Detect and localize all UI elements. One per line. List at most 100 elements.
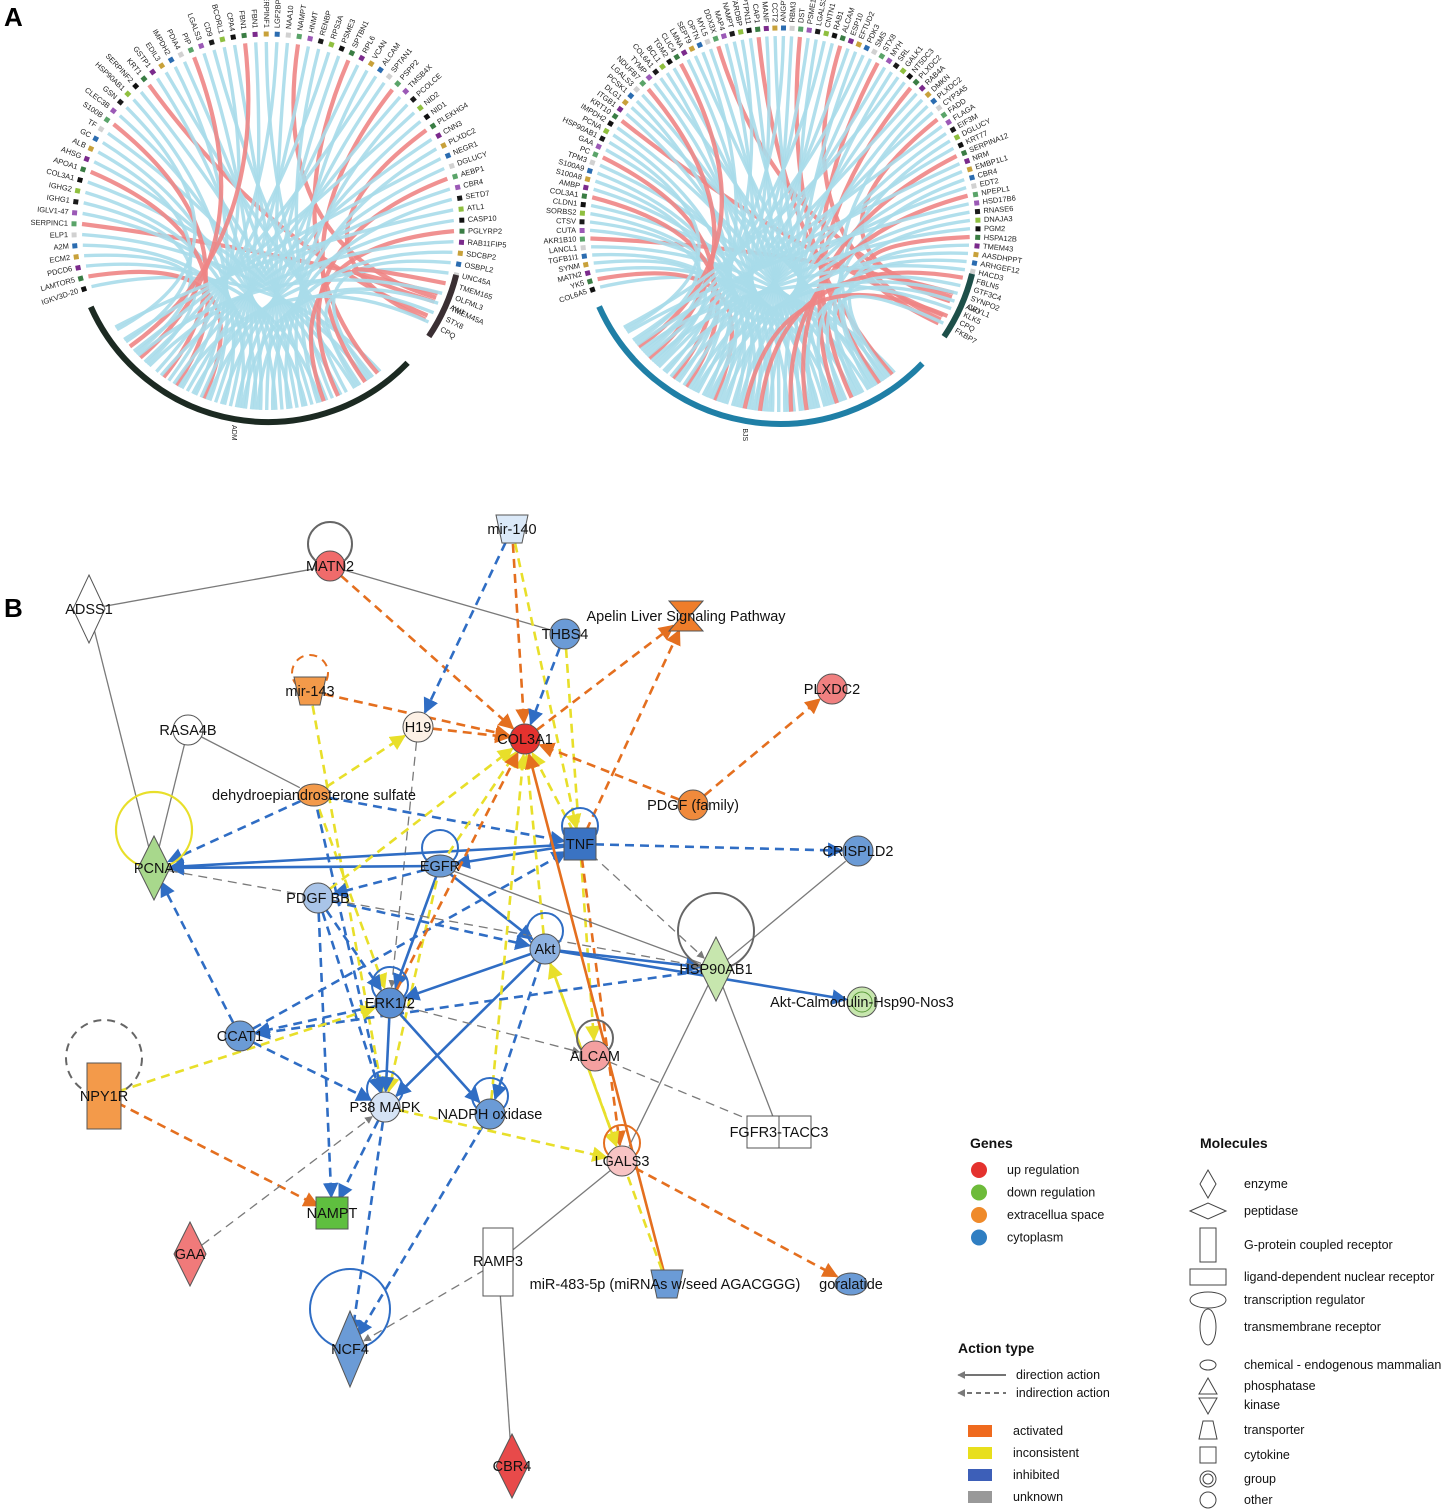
dheas-node[interactable]: dehydroepiandrosterone sulfate (212, 783, 416, 807)
chord-gene-label: SERPINF1 (262, 0, 271, 28)
chord-gene-segment (975, 226, 981, 232)
chord-gene-segment (639, 79, 647, 87)
chord-gene-segment (92, 135, 100, 143)
aktcal-node[interactable]: Akt-Calmodulin-Hsp90-Nos3 (770, 986, 954, 1018)
chord-gene-label: PC (579, 144, 593, 156)
chord-gene-segment (579, 219, 585, 225)
chord-gene-segment (688, 45, 696, 53)
alcam-node[interactable]: ALCAM (570, 1040, 620, 1072)
goralatide-node-shape (834, 1272, 868, 1296)
chord-gene-segment (455, 261, 462, 268)
mir140-node[interactable]: mir-140 (487, 514, 537, 544)
pdgf-node[interactable]: PDGF (family) (647, 789, 739, 821)
chord-ribbon (132, 111, 416, 353)
network-edge (579, 843, 705, 959)
chord-gene-segment (627, 92, 635, 100)
cbr4-node[interactable]: CBR4 (493, 1432, 532, 1500)
legend-molecule-label: ligand-dependent nuclear receptor (1244, 1270, 1434, 1284)
legend-action-label: direction action (1016, 1368, 1100, 1382)
chord-ribbon (696, 37, 810, 394)
network-edge (439, 864, 534, 941)
erk12-label: ERK1/2 (365, 996, 415, 1012)
legend-molecule-label: peptidase (1244, 1204, 1298, 1218)
apelin-node[interactable]: Apelin Liver Signaling Pathway (586, 600, 786, 632)
chord-ribbon (167, 42, 279, 382)
legend-molecule-label: chemical - endogenous mammalian (1244, 1358, 1441, 1372)
crispld2-node-shape (842, 835, 874, 867)
legend-color-swatch (968, 1447, 992, 1459)
chord-gene-segment (80, 285, 88, 293)
h19-node[interactable]: H19 (402, 711, 434, 743)
chord-gene-label: SETD7 (465, 189, 490, 202)
chord-gene-segment (423, 113, 431, 121)
plxdc2-node-shape (816, 673, 848, 705)
network-edge (153, 867, 702, 969)
ccat1-node[interactable]: CCAT1 (217, 1020, 263, 1052)
goralatide-node[interactable]: goralatide (819, 1272, 883, 1296)
chord-gene-segment (116, 98, 124, 106)
chord-gene-segment (459, 228, 465, 234)
network-edge (167, 793, 315, 863)
alcam-label: ALCAM (570, 1049, 620, 1065)
network-edges (65, 521, 848, 1451)
fgfr3-node[interactable]: FGFR3-TACC3 (730, 1115, 829, 1149)
mir483-node[interactable]: miR-483-5p (miRNAs w/seed AGACGGG) (530, 1269, 801, 1299)
network-edge (313, 734, 406, 797)
tnf-label: TNF (566, 837, 594, 853)
chord-gene-label: CAP1 (751, 3, 762, 23)
hsp90ab1-node[interactable]: HSP90AB1 (679, 935, 753, 1003)
ncf4-node[interactable]: NCF4 (331, 1309, 369, 1389)
pdgfbb-node[interactable]: PDGF BB (286, 882, 350, 914)
ramp3-node[interactable]: RAMP3 (473, 1227, 523, 1297)
chord-gene-segment (814, 28, 821, 35)
chord-gene-segment (847, 37, 855, 45)
chord-gene-label: ATL1 (467, 202, 485, 213)
network-edge (187, 729, 301, 789)
chord-gene-segment (358, 54, 366, 62)
nadph-node[interactable]: NADPH oxidase (438, 1098, 543, 1130)
erk12-node[interactable]: ERK1/2 (365, 987, 415, 1019)
chord-gene-segment (863, 44, 871, 52)
thbs4-label: THBS4 (542, 627, 589, 643)
chord-gene-label: DST (796, 7, 807, 23)
legend-gene-label: extracellua space (1007, 1208, 1104, 1222)
chord-gene-segment (586, 167, 593, 174)
npy1r-node[interactable]: NPY1R (80, 1062, 128, 1130)
network-edge (103, 1004, 377, 1098)
chord-group-arc-big (596, 305, 925, 427)
chord-ribbon (833, 294, 945, 394)
chord-gene-segment (924, 91, 932, 99)
chord-gene-label: TMEM43 (983, 242, 1014, 254)
egfr-node[interactable]: EGFR (420, 854, 460, 878)
chord-gene-label: TF (86, 117, 99, 130)
gaa-node[interactable]: GAA (173, 1220, 207, 1288)
lgals3-node[interactable]: LGALS3 (595, 1145, 650, 1177)
plxdc2-node[interactable]: PLXDC2 (804, 673, 860, 705)
rasa4b-node[interactable]: RASA4B (159, 714, 217, 746)
chord-gene-label: FBN1 (237, 10, 248, 30)
chord-ribbon (650, 263, 966, 362)
chord-gene-segment (580, 201, 586, 208)
chord-gene-label: CCT2 (770, 2, 780, 22)
adss1-node[interactable]: ADSS1 (65, 573, 113, 645)
thbs4-node[interactable]: THBS4 (542, 618, 589, 650)
chord-gene-segment (789, 25, 795, 32)
chord-gene-segment (458, 206, 464, 212)
tnf-node[interactable]: TNF (563, 827, 597, 861)
network-edge (578, 843, 626, 1147)
p38-node[interactable]: P38 MAPK (350, 1091, 421, 1123)
chord-ribbon (128, 43, 251, 349)
chord-ribbon (736, 170, 963, 408)
mir143-node[interactable]: mir-143 (285, 676, 335, 706)
pcna-node[interactable]: PCNA (134, 834, 175, 902)
col3a1-node[interactable]: COL3A1 (497, 723, 553, 755)
akt-node[interactable]: Akt (529, 933, 561, 965)
chord-gene-segment (621, 98, 629, 106)
nampt-node[interactable]: NAMPT (307, 1196, 358, 1230)
chord-ribbon (148, 240, 454, 368)
chord-gene-label: AMBP (558, 177, 581, 190)
crispld2-node[interactable]: CRISPLD2 (823, 835, 894, 867)
chord-ribbon (752, 132, 947, 411)
matn2-node[interactable]: MATN2 (306, 550, 354, 582)
cbr4-node-shape (495, 1432, 529, 1500)
